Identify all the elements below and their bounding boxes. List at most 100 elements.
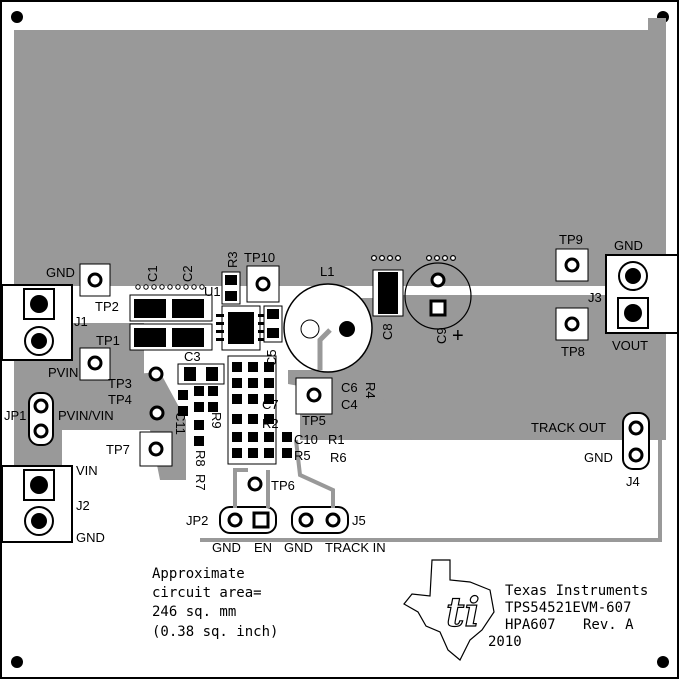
label-en: EN [254, 540, 272, 555]
label-j4: J4 [626, 474, 640, 489]
label-r8: R8 [193, 450, 208, 467]
pad-r9b [208, 402, 218, 412]
pad-c7c [264, 394, 274, 404]
c8-via-3 [387, 255, 394, 262]
pvin-pour-tail [60, 372, 186, 480]
c8-pad [378, 272, 398, 314]
pad-b8 [248, 414, 258, 424]
label-gnd-top-left: GND [46, 265, 75, 280]
j5-pin-1 [298, 512, 314, 528]
j1-pin-2-core [31, 333, 47, 349]
label-c1: C1 [145, 265, 160, 282]
c1-pad-b [134, 328, 166, 347]
label-u1: U1 [204, 284, 221, 299]
label-gnd-j4: GND [584, 450, 613, 465]
r3-pad-1 [225, 275, 237, 285]
tp-box-tp9 [555, 248, 589, 282]
credits-model: TPS54521EVM-607 [505, 600, 631, 616]
c9-pin-2 [429, 299, 447, 317]
block-outline [227, 355, 277, 465]
credits-revision: Rev. A [583, 617, 634, 633]
u1-package [216, 271, 283, 351]
pad-b2 [248, 362, 258, 372]
note-line-2: circuit area= [152, 585, 262, 601]
mounting-hole-br [657, 656, 669, 668]
pad-r5 [282, 448, 292, 458]
j3-pin-1-core [625, 268, 641, 284]
c5-pad-2 [267, 328, 279, 338]
pad-c10 [282, 432, 292, 442]
output-trace-gap [322, 289, 660, 295]
via-row-7 [183, 284, 189, 290]
pad-b11 [264, 432, 274, 442]
l1-outline [283, 283, 373, 373]
tp-hole-tp1 [87, 355, 103, 371]
c8-via-2 [379, 255, 386, 262]
label-jp2: JP2 [186, 513, 208, 528]
pad-b10 [248, 432, 258, 442]
tp-hole-tp9 [564, 257, 580, 273]
pad-r7b [194, 402, 204, 412]
pad-b14 [264, 448, 274, 458]
label-gnd-j5: GND [284, 540, 313, 555]
tp-hole-tp4 [149, 405, 165, 421]
mounting-hole-bl [11, 656, 23, 668]
pad-r8b [194, 436, 204, 446]
label-r6: R6 [330, 450, 347, 465]
label-c3: C3 [184, 349, 201, 364]
via-row-1 [135, 284, 141, 290]
label-track-out: TRACK OUT [531, 420, 606, 435]
tp-hole-tp7 [148, 441, 164, 457]
credits-assembly: HPA607 [505, 617, 556, 633]
pad-b12 [232, 448, 242, 458]
label-r2: R2 [262, 416, 279, 431]
label-r7: R7 [193, 474, 208, 491]
c2-pad-a [172, 299, 204, 318]
label-tp3: TP3 [108, 376, 132, 391]
via-row-2 [143, 284, 149, 290]
label-r4: R4 [363, 382, 378, 399]
label-tp7: TP7 [106, 442, 130, 457]
c9-outline [404, 262, 472, 330]
pad-b5 [232, 394, 242, 404]
r3-pad-2 [225, 291, 237, 301]
j1-pin-1 [30, 295, 48, 313]
tp-hole-tp8 [564, 316, 580, 332]
label-tp9: TP9 [559, 232, 583, 247]
label-tp10: TP10 [244, 250, 275, 265]
label-track-in: TRACK IN [325, 540, 386, 555]
c1-pad-a [134, 299, 166, 318]
jp1-pin-1 [33, 398, 49, 414]
en-trace [233, 468, 248, 508]
pad-b13 [248, 448, 258, 458]
c9-via-4 [450, 255, 457, 262]
credits: Texas Instruments TPS54521EVM-607 HPA607… [488, 583, 648, 650]
ti-logo: ti [403, 559, 495, 661]
label-c10: C10 [294, 432, 318, 447]
area-note: Approximate circuit area= 246 sq. mm (0.… [152, 566, 278, 640]
label-c9: C9 [434, 327, 449, 344]
track-trace [294, 439, 335, 508]
mounting-hole-tl [11, 11, 23, 23]
u1-pin-l1 [216, 314, 224, 317]
input-capacitors [129, 284, 213, 351]
label-c6: C6 [341, 380, 358, 395]
label-tp1: TP1 [96, 333, 120, 348]
c3-pad-2 [206, 367, 218, 381]
tp-hole-tp5 [306, 387, 322, 403]
pad-c7b [264, 378, 274, 388]
pad-b7 [232, 414, 242, 424]
u1-pin-l2 [216, 322, 224, 325]
label-tp4: TP4 [108, 392, 132, 407]
jp2-pin-1 [227, 512, 243, 528]
u1-pin-l3 [216, 330, 224, 333]
u1-pin-r3 [258, 330, 266, 333]
label-gnd-jp2: GND [212, 540, 241, 555]
via-row-3 [151, 284, 157, 290]
label-c4: C4 [341, 397, 358, 412]
label-r1: R1 [328, 432, 345, 447]
label-c5: C5 [264, 349, 279, 366]
label-r3: R3 [225, 251, 240, 268]
label-tp5: TP5 [302, 413, 326, 428]
